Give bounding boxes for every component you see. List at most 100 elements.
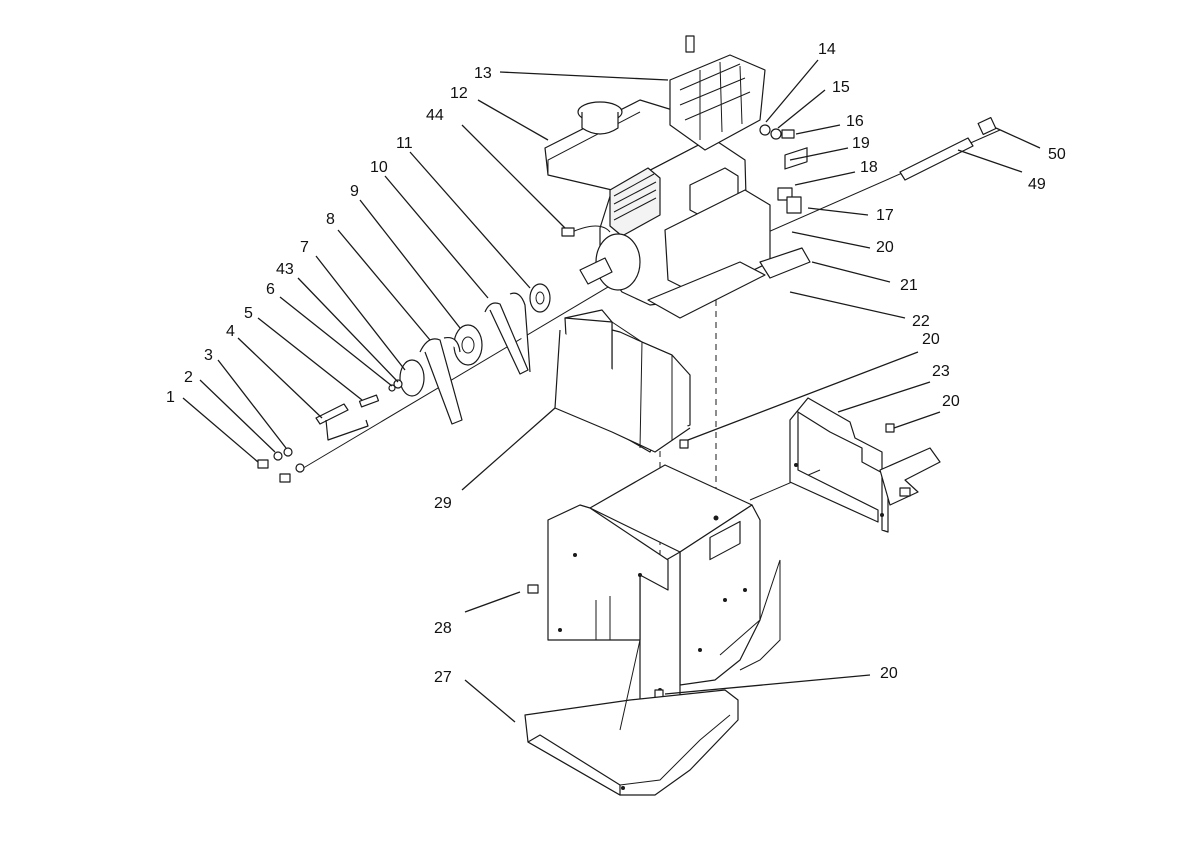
leader-14 (765, 59, 819, 123)
callout-2: 2 (184, 369, 193, 386)
decal-21 (759, 247, 811, 279)
belt-cover-29 (554, 309, 691, 453)
callout-49: 49 (1028, 176, 1046, 193)
cover-screw-20 (679, 439, 689, 449)
leader-28 (464, 591, 521, 613)
engine-mount-plate (647, 261, 766, 319)
leader-15 (777, 89, 826, 129)
drive-shaft-group (899, 117, 997, 181)
tank-guard-frame (669, 54, 766, 151)
pan-hole (621, 786, 625, 790)
guard-screw (685, 35, 695, 53)
belt-guide-4 (315, 403, 369, 441)
bracket-screw-20 (885, 423, 895, 433)
washer-6 (388, 384, 396, 392)
belt-cover-folds (611, 321, 673, 449)
pulley-11 (529, 283, 551, 313)
frame-right-face (679, 504, 761, 686)
leader-11 (409, 151, 531, 289)
belt-guide-group (257, 403, 369, 483)
leader-43 (297, 277, 399, 383)
callout-43: 43 (276, 261, 294, 278)
bolt-1b (279, 473, 291, 483)
callout-19: 19 (852, 135, 870, 152)
callout-27: 27 (434, 669, 452, 686)
frame-hole-7 (573, 553, 577, 557)
leader-20a (791, 231, 871, 249)
leader-20d (664, 674, 871, 695)
frame-hole-3 (723, 598, 727, 602)
callout-8: 8 (326, 211, 335, 228)
pan-folds (619, 639, 731, 786)
coupler-50 (977, 117, 997, 135)
callout-11: 11 (396, 135, 413, 152)
leader-1 (182, 397, 259, 463)
callout-28: 28 (434, 620, 452, 637)
bracket-tab (879, 447, 941, 506)
leader-2 (199, 379, 276, 453)
callout-29: 29 (434, 495, 452, 512)
frame-hole-5 (698, 648, 702, 652)
callout-22: 22 (912, 313, 930, 330)
leader-20b (687, 351, 919, 441)
frame-hole (713, 515, 719, 521)
decal-17 (786, 196, 802, 214)
leader-13 (499, 71, 669, 81)
bracket-hole-2 (880, 513, 884, 517)
frame-housing (527, 464, 781, 701)
washer-43 (393, 379, 403, 389)
leader-21 (811, 261, 891, 283)
engine-cylinder-fins (609, 167, 661, 237)
drain-pan-27 (524, 639, 739, 796)
leader-18 (794, 171, 856, 186)
pan-floor (524, 689, 739, 796)
callout-4: 4 (226, 323, 235, 340)
frame-hole-4 (743, 588, 747, 592)
leader-17 (807, 207, 869, 216)
callout-1: 1 (166, 389, 175, 406)
crankshaft-stub (579, 257, 613, 285)
shaft-49 (899, 137, 974, 181)
frame-window (709, 520, 741, 561)
leader-44 (461, 124, 566, 229)
callout-18: 18 (860, 159, 878, 176)
leader-50 (995, 127, 1041, 149)
washer-2 (273, 451, 283, 461)
leader-49 (957, 149, 1023, 173)
callout-15: 15 (832, 79, 850, 96)
callout-10: 10 (370, 159, 388, 176)
leader-10 (384, 175, 489, 299)
bolt-5 (358, 394, 380, 408)
frame-hole-8 (558, 628, 562, 632)
belt-10 (484, 292, 531, 375)
leader-5 (257, 317, 363, 401)
leader-20c (893, 411, 941, 429)
callout-12: 12 (450, 85, 468, 102)
pulley-11-hub (535, 291, 545, 305)
leader-12 (477, 99, 549, 141)
leader-lines (182, 59, 1041, 723)
frame-left-panel-28 (547, 504, 669, 641)
flat-washer-15 (770, 128, 782, 140)
leader-7 (315, 255, 406, 371)
leader-27 (464, 679, 516, 723)
frame-rear-edge (719, 559, 781, 671)
bracket-nut (899, 487, 911, 497)
engine-assembly (544, 99, 811, 319)
bracket-plate (789, 397, 889, 533)
callout-14: 14 (818, 41, 836, 58)
callout-7: 7 (300, 239, 309, 256)
callout-6: 6 (266, 281, 275, 298)
callout-21: 21 (900, 277, 918, 294)
leader-29 (461, 407, 556, 491)
frame-slot (595, 596, 611, 640)
belt-cover-lower-edge (554, 329, 691, 453)
callout-20-bracket: 20 (942, 393, 960, 410)
callout-17: 17 (876, 207, 894, 224)
callout-44: 44 (426, 107, 444, 124)
pulley-9-hub (461, 336, 475, 354)
bracket-hole (794, 463, 798, 467)
tank-guard (669, 35, 795, 151)
